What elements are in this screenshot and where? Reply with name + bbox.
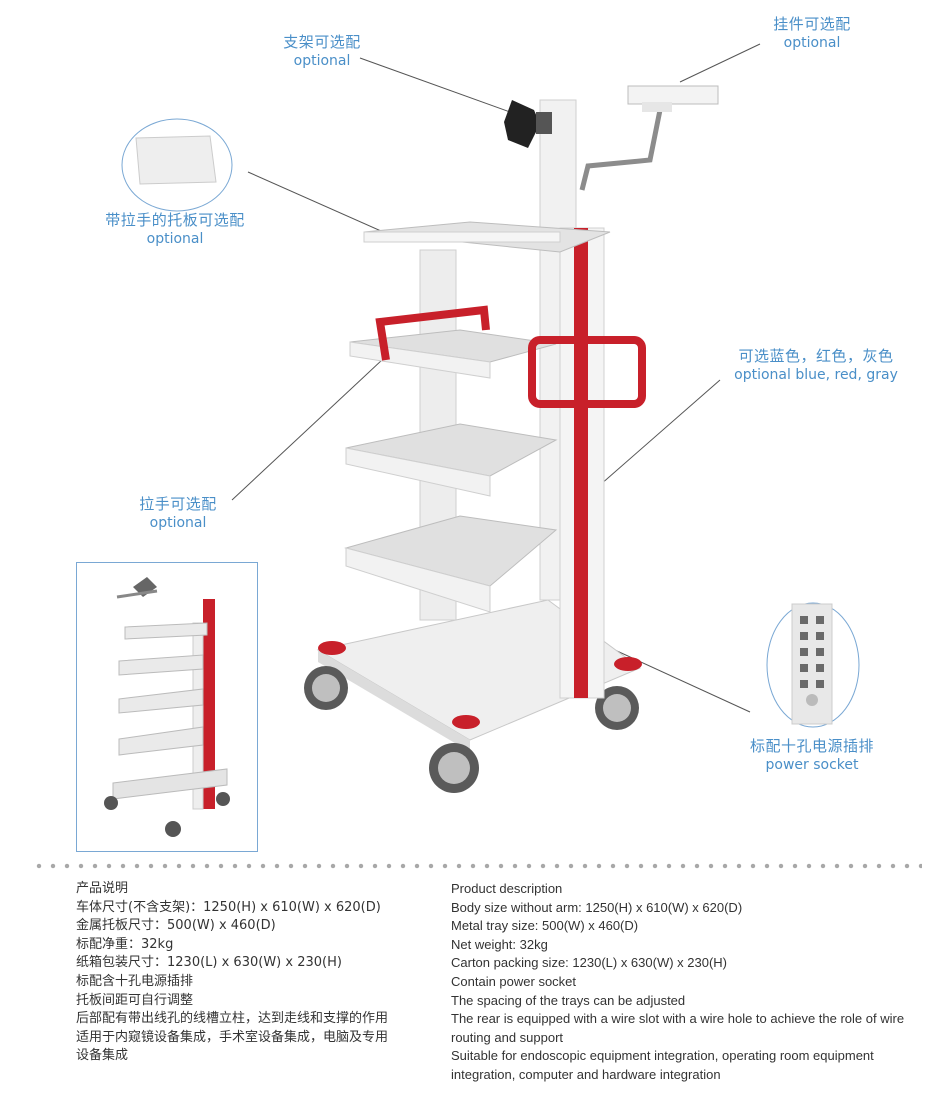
callout-tray-handle: 带拉手的托板可选配 optional xyxy=(90,210,260,249)
tray-callout-bubble xyxy=(121,118,233,212)
callout-tray-handle-en: optional xyxy=(146,231,204,247)
desc-zh-line: 托板间距可自行调整 xyxy=(76,992,194,1008)
desc-en-line: The rear is equipped with a wire slot wi… xyxy=(451,1011,905,1045)
desc-zh-line: 标配含十孔电源插排 xyxy=(76,973,194,989)
callout-bracket-en: optional xyxy=(293,53,351,69)
callout-hanger-zh: 挂件可选配 xyxy=(773,15,851,33)
description-en: Product description Body size without ar… xyxy=(451,880,911,1085)
socket-callout-bubble xyxy=(766,602,860,728)
desc-en-line: Contain power socket xyxy=(451,973,577,989)
callout-bracket-zh: 支架可选配 xyxy=(283,33,361,51)
hanger-pole xyxy=(579,85,719,191)
desc-zh-line: 车体尺寸(不含支架)：1250(H) x 610(W) x 620(D) xyxy=(76,899,381,915)
desc-zh-line: 适用于内窥镜设备集成，手术室设备集成，电脑及专用 xyxy=(76,1029,389,1045)
alt-config-thumbnail xyxy=(76,562,258,852)
callout-handle-zh: 拉手可选配 xyxy=(139,495,217,513)
callout-colors: 可选蓝色，红色，灰色 optional blue, red, gray xyxy=(716,346,916,385)
caster-wheels xyxy=(304,666,639,793)
callout-colors-zh: 可选蓝色，红色，灰色 xyxy=(738,347,894,365)
desc-en-line: Product description xyxy=(451,881,563,896)
callout-handle: 拉手可选配 optional xyxy=(118,494,238,533)
desc-zh-line: 设备集成 xyxy=(76,1048,129,1064)
product-illustration xyxy=(121,43,860,793)
red-handles xyxy=(375,305,646,408)
desc-zh-line: 金属托板尺寸：500(W) x 460(D) xyxy=(76,918,276,934)
callout-handle-en: optional xyxy=(149,515,207,531)
desc-en-line: Carton packing size: 1230(L) x 630(W) x … xyxy=(451,955,728,971)
desc-zh-line: 标配净重：32kg xyxy=(76,936,174,952)
callout-colors-en: optional blue, red, gray xyxy=(734,367,898,383)
trays xyxy=(344,221,611,613)
desc-zh-line: 后部配有带出线孔的线槽立柱，达到走线和支撑的作用 xyxy=(76,1011,389,1027)
desc-en-line: The spacing of the trays can be adjusted xyxy=(451,992,686,1008)
desc-en-line: Body size without arm: 1250(H) x 610(W) … xyxy=(451,899,743,915)
callout-hanger: 挂件可选配 optional xyxy=(752,14,872,53)
desc-zh-line: 纸箱包装尺寸：1230(L) x 630(W) x 230(H) xyxy=(76,955,342,971)
desc-en-line: Metal tray size: 500(W) x 460(D) xyxy=(451,918,639,934)
callout-bracket: 支架可选配 optional xyxy=(262,32,382,71)
monitor-bracket xyxy=(504,100,552,148)
desc-en-line: Suitable for endoscopic equipment integr… xyxy=(451,1048,874,1082)
callout-socket-en: power socket xyxy=(765,757,859,773)
callout-socket-zh: 标配十孔电源插排 xyxy=(749,737,874,755)
dotted-divider xyxy=(32,863,922,869)
alt-config-illustration xyxy=(104,577,230,837)
description-zh: 产品说明 车体尺寸(不含支架)：1250(H) x 610(W) x 620(D… xyxy=(76,880,436,1066)
callout-socket: 标配十孔电源插排 power socket xyxy=(732,736,892,775)
callout-hanger-en: optional xyxy=(783,35,841,51)
callout-tray-handle-zh: 带拉手的托板可选配 xyxy=(105,211,245,229)
desc-zh-line: 产品说明 xyxy=(76,881,129,896)
desc-en-line: Net weight: 32kg xyxy=(451,936,548,952)
